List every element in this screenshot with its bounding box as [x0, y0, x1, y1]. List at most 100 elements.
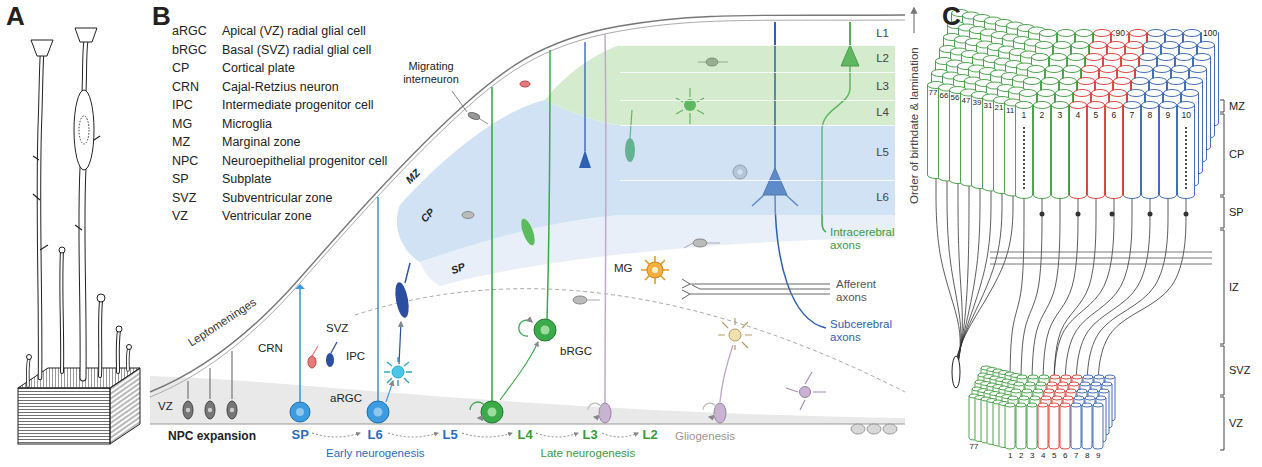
proliferative-unit — [1093, 403, 1103, 449]
cortical-column — [1086, 54, 1103, 61]
proliferative-unit — [1049, 403, 1059, 407]
glial-cells — [867, 424, 881, 434]
gray-neurons — [684, 243, 720, 248]
birth-layer-label: L4 — [518, 428, 533, 443]
proliferative-unit — [1085, 396, 1095, 400]
radial-glia-drawing — [31, 40, 53, 56]
column-number: 39 — [972, 99, 983, 107]
proliferative-unit — [1041, 396, 1051, 400]
radial-fiber — [1032, 197, 1060, 405]
cortical-column — [1054, 42, 1071, 49]
pial-surface — [150, 20, 905, 397]
proliferative-unit — [1005, 405, 1015, 449]
column-number: 31 — [983, 102, 994, 110]
proliferative-unit — [1093, 405, 1103, 449]
column-number: 56 — [950, 94, 961, 102]
cortical-column — [1154, 66, 1171, 73]
cortical-column — [1056, 90, 1073, 97]
cortical-column — [1106, 102, 1123, 199]
radial-glia-drawing — [127, 345, 132, 350]
cortical-column — [1180, 42, 1197, 49]
panel-letter: C — [942, 2, 961, 32]
cortical-column — [1164, 90, 1181, 97]
glossary-abbreviation: CRN — [172, 80, 199, 94]
cortical-column — [1074, 90, 1091, 97]
proliferative-unit — [1074, 396, 1084, 400]
cortical-plate-sheet — [397, 100, 620, 262]
cortical-layer-band: L6 — [620, 180, 895, 215]
proliferative-unit — [1096, 396, 1106, 400]
radial-glia-drawing — [118, 330, 119, 372]
layer-label: L3 — [876, 80, 889, 93]
ventricular-zone — [150, 376, 905, 424]
early-neurons — [520, 81, 530, 87]
cortical-column — [1178, 105, 1195, 199]
layer-label: L2 — [876, 52, 889, 65]
proliferative-unit — [1088, 389, 1098, 393]
subplate-neuron — [1148, 212, 1153, 217]
radial-unit-model — [928, 10, 1219, 450]
timeline-arrows — [536, 433, 578, 437]
cortical-column — [1166, 30, 1183, 37]
radial-glia-drawing — [128, 348, 129, 370]
panel-letter: A — [6, 2, 25, 32]
column-number: 100 — [1202, 29, 1218, 38]
radial-glia-drawing — [97, 294, 105, 302]
afferent-fiber — [990, 264, 1212, 265]
axis-label: Order of birthdate & lamination — [907, 47, 920, 204]
radial-unit — [1185, 127, 1187, 191]
birth-layer-label: L6 — [368, 428, 383, 443]
glossary-abbreviation: IPC — [172, 98, 193, 112]
glial-cells — [604, 34, 606, 403]
gray-neurons — [693, 239, 707, 247]
glossary-definition: Subplate — [222, 172, 271, 186]
subplate-neuron — [1184, 212, 1189, 217]
column-number: 10 — [1182, 111, 1191, 121]
order-arrow — [913, 8, 914, 33]
cell-label: CRN — [258, 342, 283, 355]
glossary-definition: Ventricular zone — [222, 209, 312, 223]
glial-cells — [720, 345, 733, 402]
proliferative-unit — [1072, 375, 1082, 379]
proliferative-unit — [969, 366, 1115, 449]
cortical-column — [1036, 42, 1053, 49]
radial-fiber — [956, 182, 962, 370]
cortical-column — [1032, 54, 1049, 61]
radial-fiber — [1043, 197, 1078, 405]
afferent-axons — [682, 279, 700, 299]
cortical-column — [1140, 54, 1157, 61]
radial-glia-drawing — [116, 326, 122, 332]
neuroepithelial-cells — [205, 401, 215, 419]
apical-radial-glia — [491, 87, 493, 401]
basal-radial-glia — [500, 50, 556, 400]
apical-radial-glia — [377, 197, 379, 401]
cortical-column — [1142, 102, 1159, 109]
basal-radial-glia — [500, 342, 538, 400]
cortical-column — [1078, 78, 1095, 85]
cortical-layer-band: L5 — [620, 125, 895, 180]
zone-brackets — [1220, 346, 1224, 395]
proliferative-unit — [1011, 389, 1021, 393]
proliferative-unit — [1017, 375, 1027, 379]
radial-fiber — [1098, 197, 1186, 405]
cortical-column — [1124, 102, 1141, 199]
layer-label: L5 — [876, 146, 889, 159]
early-neurons — [399, 322, 401, 364]
birth-layer-label: L2 — [643, 428, 658, 443]
proliferative-unit — [1066, 389, 1076, 393]
gray-neurons — [573, 296, 587, 304]
pial-surface — [150, 15, 905, 397]
proliferative-unit — [1060, 405, 1070, 449]
proliferative-unit — [1038, 403, 1048, 407]
early-neurons — [326, 353, 334, 367]
column-number: 6 — [1063, 451, 1067, 460]
apical-radial-glia — [470, 402, 486, 418]
cortical-layer-band: L2 — [620, 45, 895, 72]
column-number: 66 — [939, 92, 950, 100]
proliferative-unit — [1077, 389, 1087, 393]
cortical-plate-sheet — [545, 45, 620, 125]
proliferative-unit — [1049, 403, 1059, 449]
glossary-definition: Cortical plate — [222, 61, 295, 75]
svz-boundary — [355, 289, 905, 392]
early-neurons — [331, 342, 337, 353]
